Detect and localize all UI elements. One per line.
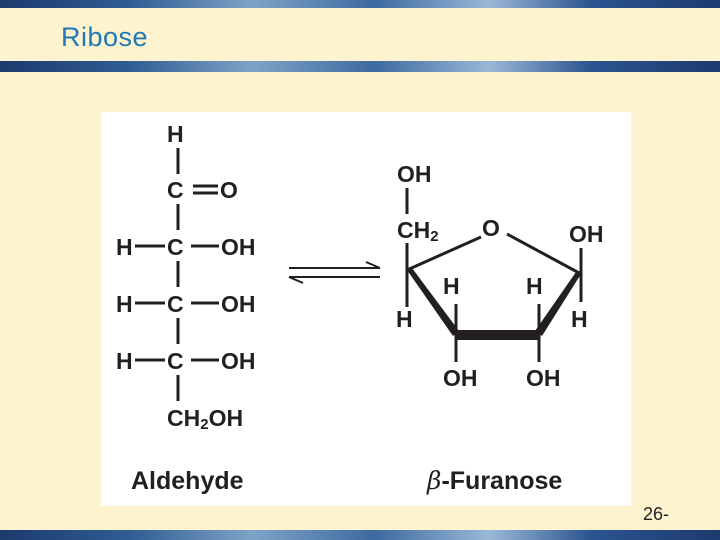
bottom-decor-band: [0, 530, 720, 540]
ring-wedge-right: [535, 272, 581, 336]
aldehyde-o1: O: [220, 177, 238, 203]
aldehyde-top-h: H: [167, 121, 184, 147]
furanose-h-left-inner: H: [443, 273, 460, 299]
aldehyde-row4-c: C: [167, 348, 184, 374]
aldehyde-row3-oh: OH: [221, 291, 256, 317]
furanose-h-right-outer: H: [571, 306, 588, 332]
aldehyde-caption: Aldehyde: [131, 467, 244, 495]
bond: [406, 235, 482, 272]
ribose-structure-figure: H C O H C OH H C OH H C OH CH2OH Aldehyd…: [101, 112, 631, 506]
reverse-arrowhead: [288, 276, 304, 284]
aldehyde-row3-h: H: [116, 291, 133, 317]
bond: [506, 232, 582, 276]
aldehyde-row2-oh: OH: [221, 234, 256, 260]
ring-bold-bottom: [456, 330, 539, 340]
furanose-top-oh: OH: [397, 161, 432, 187]
furanose-bottom-oh-right: OH: [526, 365, 561, 391]
structure-drawing: H C O H C OH H C OH H C OH CH2OH Aldehyd…: [116, 121, 604, 495]
furanose-ring-o: O: [482, 215, 500, 241]
forward-arrowhead: [365, 261, 381, 269]
furanose-ring-outline: [407, 234, 581, 334]
page-number: 26-: [643, 504, 670, 524]
furanose-h-right-inner: H: [526, 273, 543, 299]
aldehyde-row4-oh: OH: [221, 348, 256, 374]
furanose-caption: β-Furanose: [426, 466, 562, 495]
furanose-h-left-outer: H: [396, 306, 413, 332]
aldehyde-row2-c: C: [167, 234, 184, 260]
aldehyde-row3-c: C: [167, 291, 184, 317]
top-decor-band: [0, 0, 720, 8]
title-decor-band: [0, 61, 720, 72]
aldehyde-row2-h: H: [116, 234, 133, 260]
aldehyde-c1: C: [167, 177, 184, 203]
furanose-ch2: CH2: [397, 217, 439, 245]
ring-wedge-left: [407, 268, 459, 336]
furanose-right-oh: OH: [569, 221, 604, 247]
aldehyde-row4-h: H: [116, 348, 133, 374]
slide-title: Ribose: [61, 22, 149, 52]
furanose-bottom-oh-left: OH: [443, 365, 478, 391]
aldehyde-ch2oh: CH2OH: [167, 405, 243, 433]
